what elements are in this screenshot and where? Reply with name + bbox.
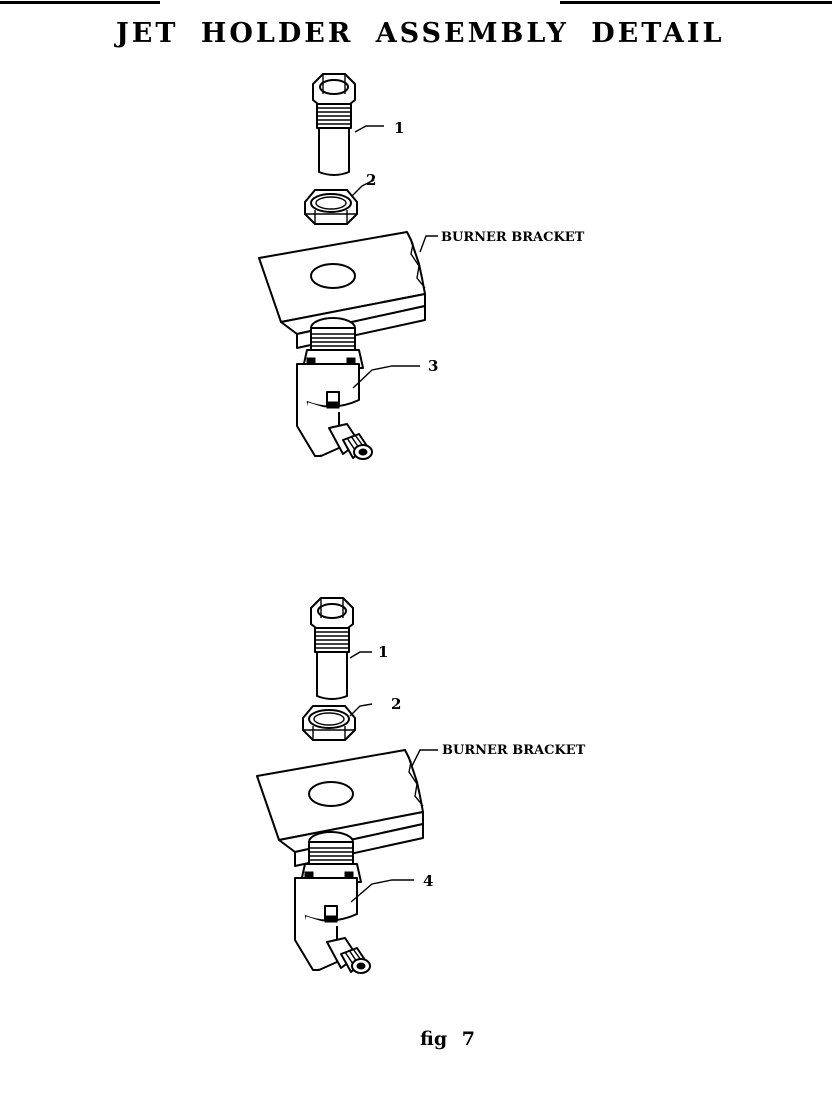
figure-caption: fig 7 bbox=[420, 1028, 475, 1050]
leader-line-4 bbox=[350, 879, 414, 903]
assembly-2: 1 2 BURNER BRACKET 4 bbox=[256, 597, 586, 974]
callout-3: 3 bbox=[428, 357, 438, 375]
leader-line-3 bbox=[352, 365, 420, 389]
diagram-title: JET HOLDER ASSEMBLY DETAIL bbox=[116, 18, 725, 49]
callout-burner-bracket: BURNER BRACKET bbox=[442, 743, 586, 758]
assembly-1: 1 2 BURNER BRACKET 3 bbox=[258, 73, 585, 460]
callout-1: 1 bbox=[378, 643, 388, 661]
callout-1: 1 bbox=[394, 119, 404, 137]
leader-line-bracket bbox=[411, 749, 438, 767]
header-fragment-left bbox=[0, 0, 160, 4]
leader-line-bracket bbox=[419, 235, 438, 253]
header-fragment-right bbox=[560, 0, 832, 4]
jet-holder-part-1 bbox=[312, 73, 356, 176]
jet-holder-part-1 bbox=[310, 597, 354, 700]
callout-4: 4 bbox=[423, 872, 433, 890]
leader-line-1 bbox=[349, 651, 372, 659]
leader-line-1 bbox=[354, 125, 384, 133]
leader-line-2 bbox=[349, 703, 373, 717]
callout-2: 2 bbox=[366, 171, 376, 189]
leader-line-2 bbox=[351, 179, 375, 197]
callout-2: 2 bbox=[391, 695, 401, 713]
callout-burner-bracket: BURNER BRACKET bbox=[441, 230, 585, 245]
lock-nut-part-2 bbox=[304, 189, 358, 225]
lock-nut-part-2 bbox=[302, 705, 356, 741]
